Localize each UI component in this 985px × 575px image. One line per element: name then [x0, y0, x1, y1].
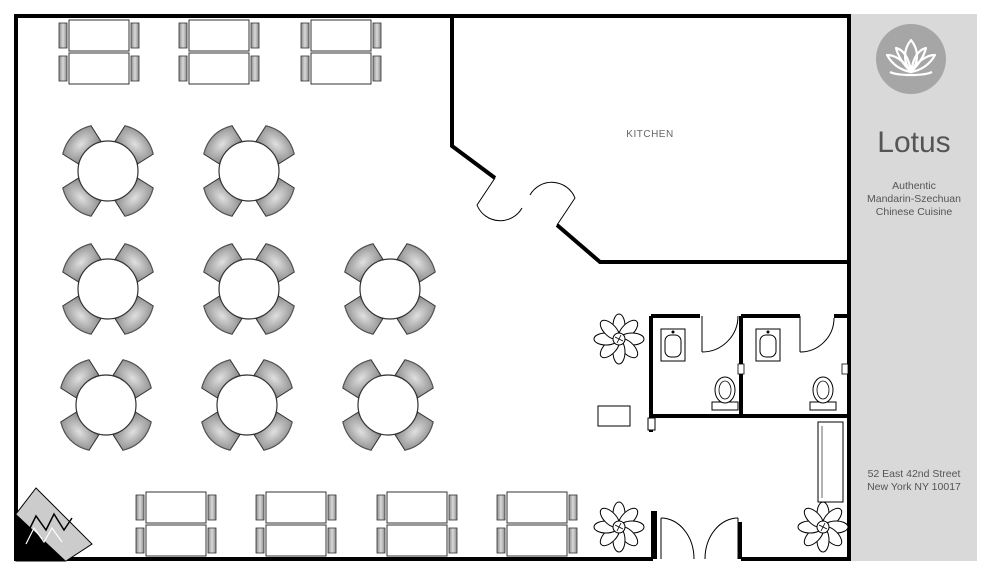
- plant-icon: [593, 313, 645, 365]
- round-table: [317, 334, 458, 475]
- sink-right: [755, 328, 781, 362]
- sink-left: [660, 328, 686, 362]
- address-line: New York NY 10017: [867, 481, 961, 493]
- rect-table: [135, 491, 217, 557]
- toilet-left: [711, 376, 739, 411]
- entrance-doors: [651, 511, 742, 560]
- rect-table: [376, 491, 458, 557]
- restroom-doors: [701, 315, 835, 353]
- address-line: 52 East 42nd Street: [867, 468, 961, 480]
- host-stand: [597, 405, 631, 427]
- sidebar: Lotus Authentic Mandarin-Szechuan Chines…: [851, 14, 977, 561]
- round-table: [37, 218, 178, 359]
- tagline-line: Chinese Cuisine: [875, 206, 953, 218]
- outer-walls: [14, 14, 851, 561]
- kitchen-label: KITCHEN: [626, 129, 674, 140]
- round-table: [319, 218, 460, 359]
- rect-table: [300, 19, 382, 85]
- tagline-line: Authentic: [892, 180, 936, 192]
- round-table: [176, 334, 317, 475]
- brand-tagline: Authentic Mandarin-Szechuan Chinese Cuis…: [851, 180, 977, 219]
- plant-icon: [593, 501, 645, 553]
- brand-title: Lotus: [877, 126, 951, 159]
- round-table: [37, 100, 178, 241]
- rect-table: [178, 19, 260, 85]
- rect-table: [496, 491, 578, 557]
- stairs-icon: [15, 487, 93, 562]
- rect-table: [58, 19, 140, 85]
- brand-address: 52 East 42nd Street New York NY 10017: [851, 468, 977, 494]
- toilet-right: [809, 376, 837, 411]
- rect-table: [255, 491, 337, 557]
- kitchen-door: [476, 177, 576, 226]
- plant-icon: [797, 501, 849, 553]
- round-table: [178, 218, 319, 359]
- tagline-line: Mandarin-Szechuan: [867, 193, 961, 205]
- round-table: [35, 334, 176, 475]
- round-table: [178, 100, 319, 241]
- lotus-flower-icon: [876, 24, 946, 94]
- kitchen-walls: [450, 16, 849, 264]
